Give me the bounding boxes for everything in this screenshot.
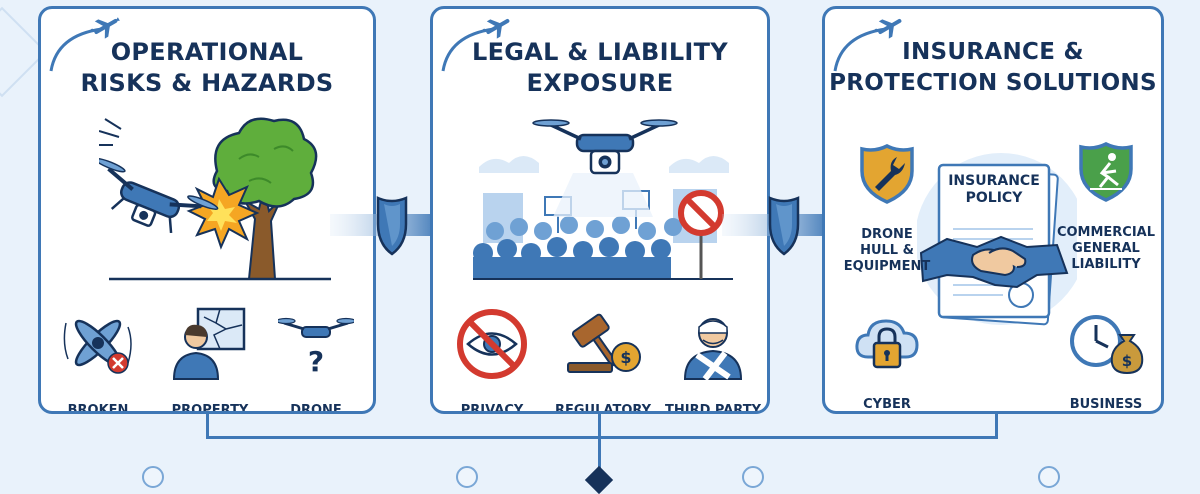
footer-dot-3 xyxy=(742,466,764,488)
prohibited-sign-icon xyxy=(678,190,724,279)
item-drone-hull-equipment: DRONE HULL & EQUIPMENT xyxy=(839,127,935,275)
item-label: CYBER LIABILITY xyxy=(863,397,911,412)
clock-icon: $ xyxy=(1070,315,1144,375)
panel-title: LEGAL & LIABILITY EXPOSURE xyxy=(472,38,728,97)
drone-icon xyxy=(99,157,219,234)
footer-dot-4 xyxy=(1038,466,1060,488)
item-property-damage: PROPERTY DAMAGE xyxy=(167,289,253,414)
plane-icon xyxy=(441,19,510,72)
item-cyber-liability: CYBER LIABILITY xyxy=(839,297,935,412)
footer-dot-2 xyxy=(456,466,478,488)
item-label: BUSINESS INTERRUPTION xyxy=(1069,397,1143,412)
plane-icon xyxy=(833,19,902,72)
handshake-icon xyxy=(919,235,1069,289)
item-privacy-violation: PRIVACY VIOLATION xyxy=(447,291,537,414)
policy-illustration xyxy=(917,153,1077,326)
svg-text:?: ? xyxy=(308,345,324,378)
no-eye-icon xyxy=(457,309,527,379)
item-label: DRONE HULL & EQUIPMENT xyxy=(843,227,931,274)
crash-illustration xyxy=(99,117,331,281)
item-label: COMMERCIAL GENERAL LIABILITY xyxy=(1056,225,1156,272)
item-business-interruption: $ BUSINESS INTERRUPTION xyxy=(1051,291,1161,412)
panel-insurance-solutions: INSURANCE & PROTECTION SOLUTIONS INSURAN… xyxy=(822,6,1164,414)
cloud-lock-icon xyxy=(855,319,919,369)
item-broken-propeller: BROKEN PROPELER xyxy=(55,289,141,414)
item-label: REGULATORY FINE xyxy=(555,403,652,414)
item-label: DRONE FLYAWAY xyxy=(290,403,342,414)
propeller-icon xyxy=(63,319,132,374)
plane-icon xyxy=(49,17,120,72)
panel-title: OPERATIONAL RISKS & HAZARDS xyxy=(80,38,334,97)
svg-text:$: $ xyxy=(1122,352,1132,370)
coin-icon xyxy=(611,342,641,372)
center-down-line xyxy=(598,410,601,470)
item-label: PRIVACY VIOLATION xyxy=(460,403,524,414)
item-label: THIRD PARTY INJURY xyxy=(664,403,761,414)
question-icon: ? xyxy=(278,317,354,378)
gavel-icon: $ xyxy=(567,313,641,373)
svg-text:$: $ xyxy=(620,348,631,367)
crowd-illustration xyxy=(473,119,733,280)
fall-shield-icon xyxy=(1079,142,1133,202)
policy-label: INSURANCE POLICY xyxy=(948,173,1040,206)
item-third-party-injury: THIRD PARTY INJURY xyxy=(663,291,763,414)
panel-legal-liability: LEGAL & LIABILITY EXPOSURE xyxy=(430,6,770,414)
item-label: PROPERTY DAMAGE xyxy=(171,403,249,414)
footer-dot-1 xyxy=(142,466,164,488)
panel-operational-risks: OPERATIONAL RISKS & HAZARDS xyxy=(38,6,376,414)
money-bag-icon: $ xyxy=(1110,334,1144,375)
explosion-icon xyxy=(186,176,260,250)
item-label: BROKEN PROPELER xyxy=(67,403,129,414)
item-commercial-general-liability: COMMERCIAL GENERAL LIABILITY xyxy=(1053,125,1159,273)
wrench-shield-icon xyxy=(860,144,914,204)
item-regulatory-fine: $ REGULATORY FINE xyxy=(555,291,652,414)
drone-icon xyxy=(532,119,678,175)
left-drop-line xyxy=(206,410,209,439)
right-drop-line xyxy=(995,410,998,439)
injured-person-icon xyxy=(683,318,743,381)
broken-window-icon xyxy=(172,307,246,380)
bottom-connector-line xyxy=(206,436,998,439)
item-drone-flyaway: ? DRONE FLYAWAY xyxy=(273,289,359,414)
panel-title: INSURANCE & PROTECTION SOLUTIONS xyxy=(829,39,1157,96)
person-icon xyxy=(172,324,220,380)
